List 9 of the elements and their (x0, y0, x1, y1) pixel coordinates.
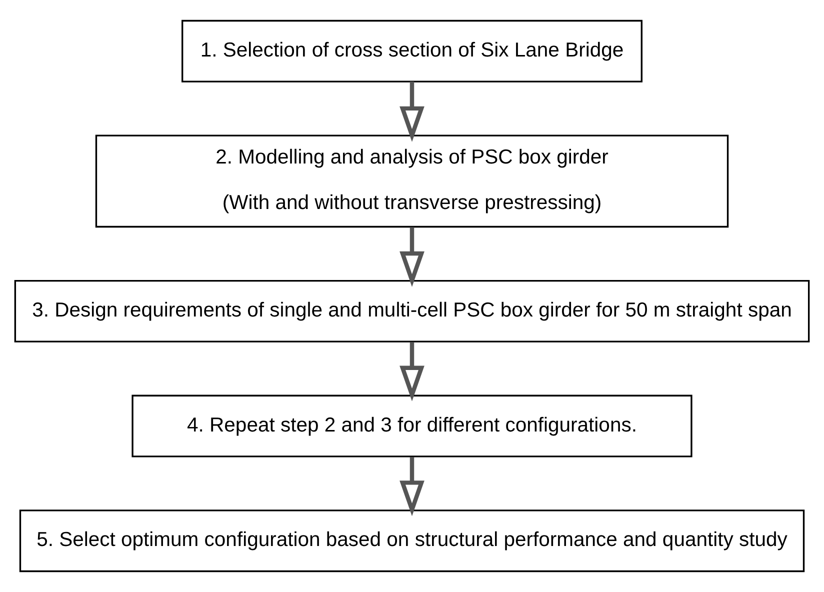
arrow (400, 457, 424, 516)
node-box: 1. Selection of cross section of Six Lane Bridge (182, 20, 642, 82)
node-box: 5. Select optimum configuration based on structural performance and quantity study (19, 510, 805, 572)
node-box: 4. Repeat step 2 and 3 for different configurations. (132, 394, 692, 458)
arrow (400, 227, 424, 287)
arrow (400, 82, 424, 142)
node-box: 2. Modelling and analysis of PSC box girder (With and without transverse prestressing) (95, 134, 729, 228)
arrow (400, 342, 424, 402)
node-box: 3. Design requirements of single and multi-cell PSC box girder for 50 m straight span (14, 280, 810, 342)
